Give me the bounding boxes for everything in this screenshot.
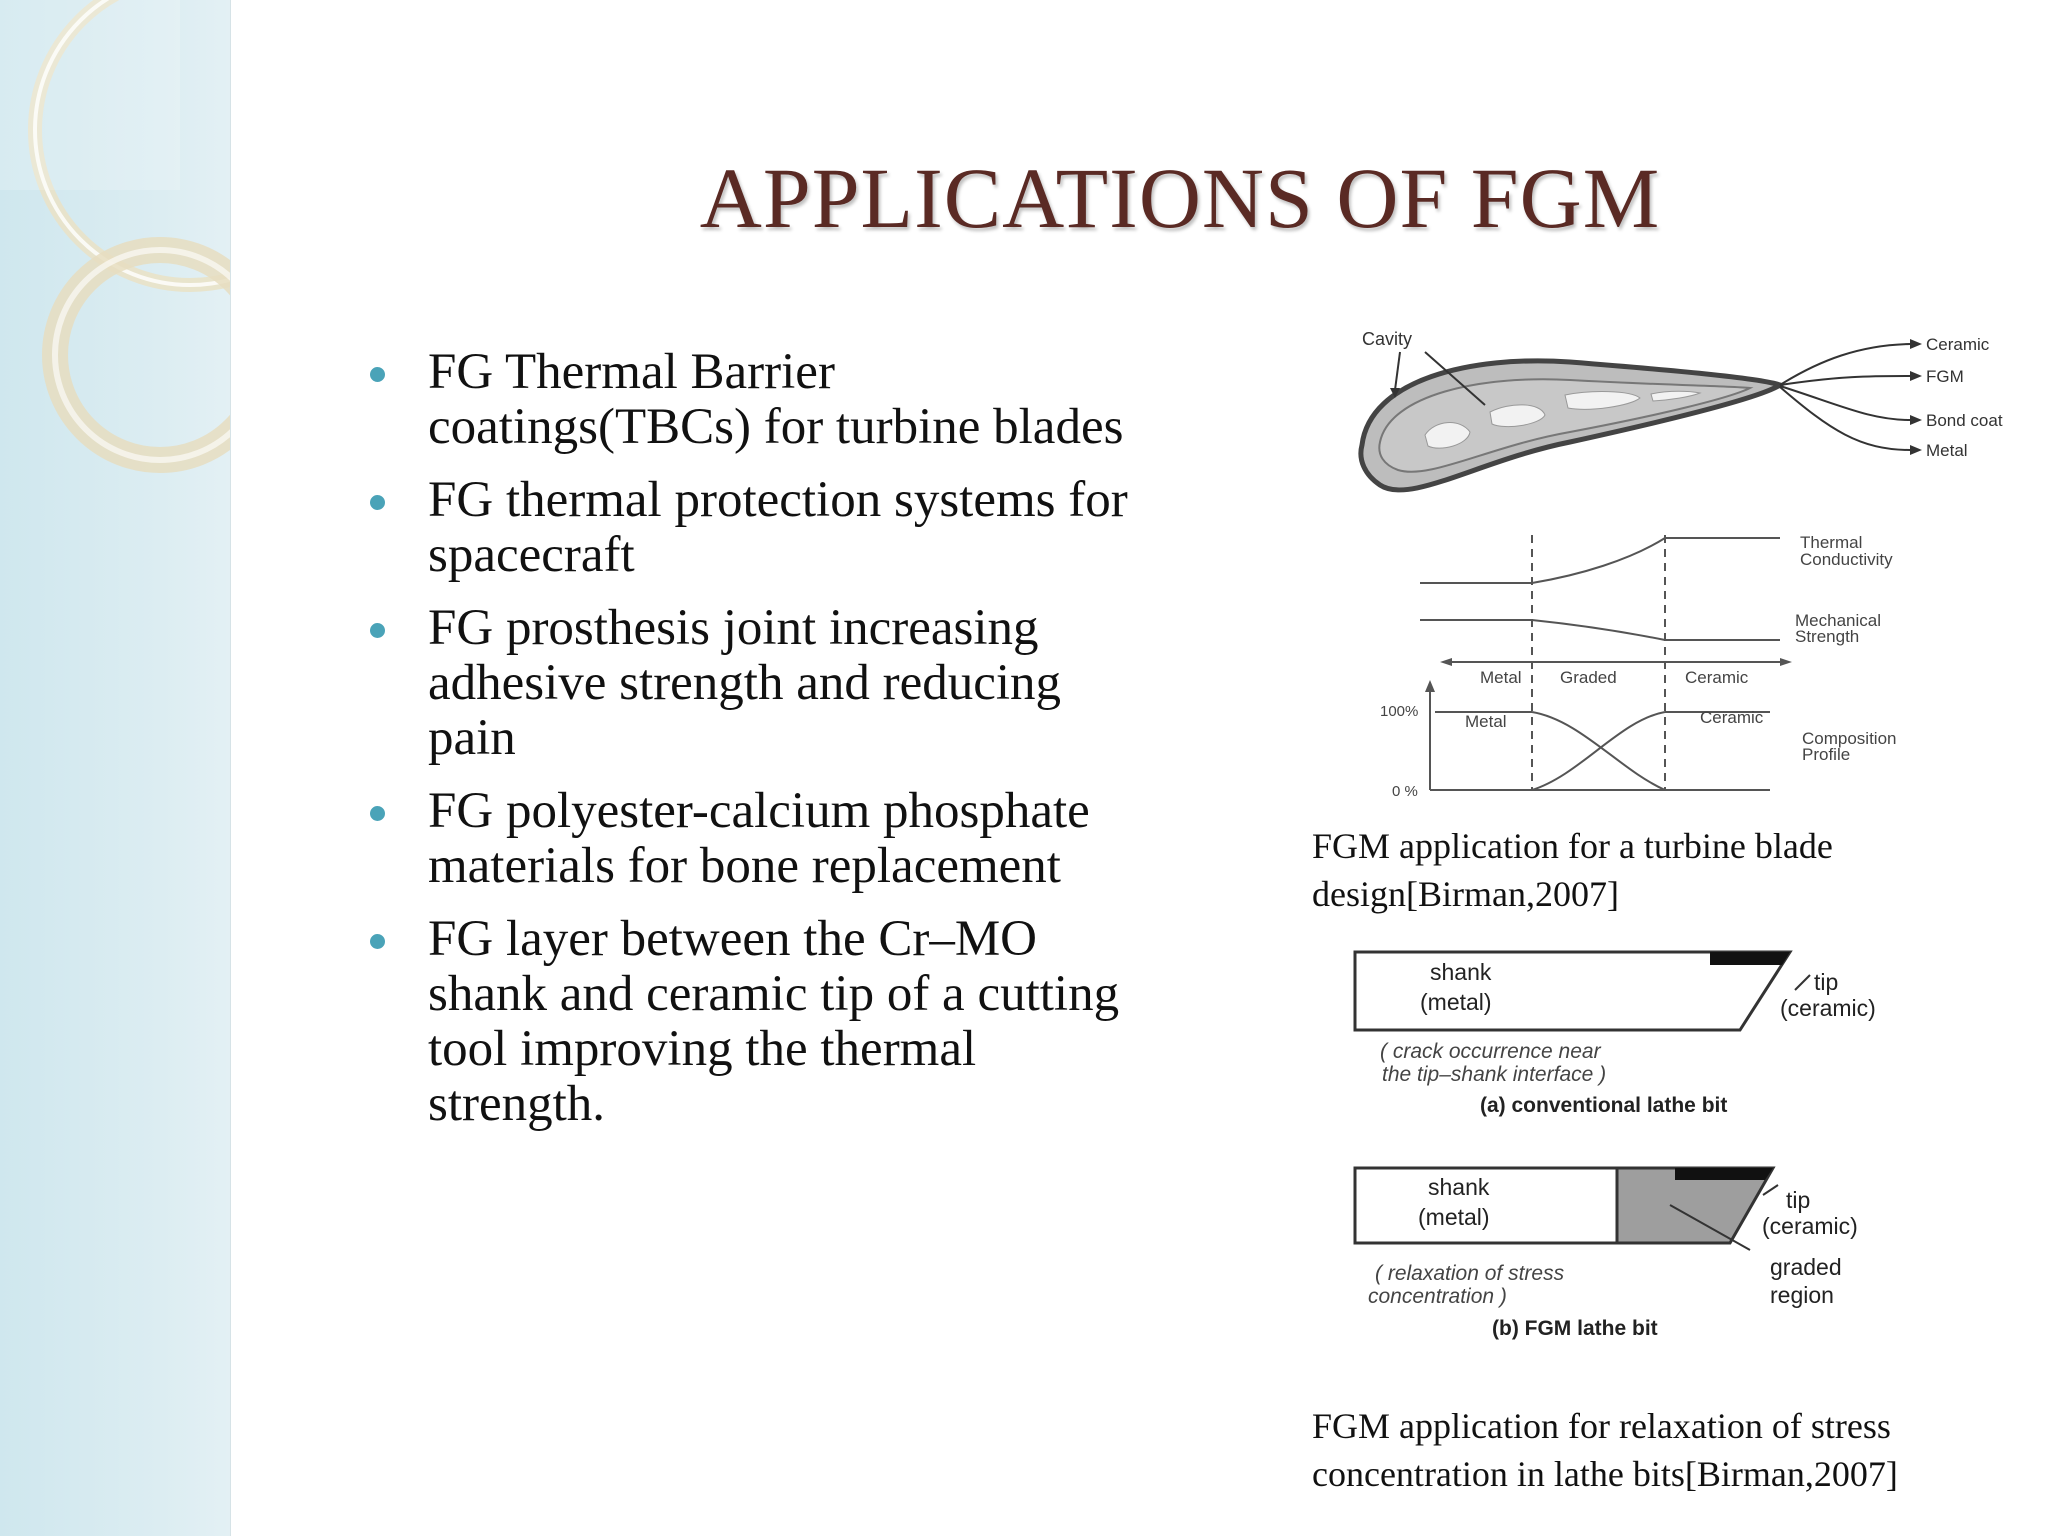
turbine-blade-figure: Cavity Ceramic FGM Bond coat Metal Therm… (1358, 329, 2003, 800)
graded-region-label-2: region (1770, 1282, 1834, 1308)
bullet-dot-icon (370, 367, 385, 382)
decorative-rings (0, 0, 230, 473)
conventional-lathe-bit-label: (a) conventional lathe bit (1480, 1094, 1727, 1117)
slide-title: APPLICATIONS OF FGM (699, 150, 1661, 246)
relaxation-note-2: concentration ) (1368, 1285, 1507, 1308)
shank-label-2: (metal) (1418, 1204, 1490, 1230)
caption-line: FGM application for a turbine blade (1312, 826, 1833, 866)
mechanical-strength-label-2: Strength (1795, 627, 1859, 646)
curve-ceramic-label: Ceramic (1700, 708, 1764, 727)
bullet-item: FG thermal protection systems for spacec… (360, 473, 1160, 583)
tip-label-2: (ceramic) (1762, 1213, 1858, 1239)
shank-label-2: (metal) (1420, 989, 1492, 1015)
composition-profile-label-2: Profile (1802, 745, 1850, 764)
lathe-bit-figure: shank (metal) tip (ceramic) ( crack occu… (1353, 950, 1876, 1340)
bullet-item: FG Thermal Barrier coatings(TBCs) for tu… (360, 345, 1160, 455)
bullet-item: FG polyester-calcium phosphate materials… (360, 784, 1160, 894)
bullet-text: FG prosthesis joint increasing adhesive … (428, 600, 1062, 766)
zone-ceramic-label: Ceramic (1685, 668, 1749, 687)
bullet-text: FG Thermal Barrier coatings(TBCs) for tu… (428, 344, 1124, 455)
y-axis-100-label: 100% (1380, 703, 1418, 720)
turbine-blade-caption: FGM application for a turbine blade desi… (1312, 822, 1833, 918)
caption-line: design[Birman,2007] (1312, 874, 1619, 914)
bullet-dot-icon (370, 806, 385, 821)
bond-coat-label: Bond coat (1926, 411, 2003, 430)
y-axis-0-label: 0 % (1392, 783, 1418, 800)
curve-metal-label: Metal (1465, 712, 1507, 731)
zone-metal-label: Metal (1480, 668, 1522, 687)
ceramic-label: Ceramic (1926, 335, 1990, 354)
bullet-text: FG layer between the Cr–MO shank and cer… (428, 911, 1120, 1132)
bullet-item: FG prosthesis joint increasing adhesive … (360, 601, 1160, 766)
decorative-sidebar (0, 0, 231, 1536)
graded-region-label: graded (1770, 1254, 1842, 1280)
bullet-dot-icon (370, 934, 385, 949)
cavity-label: Cavity (1362, 329, 1412, 349)
thermal-conductivity-label: Thermal (1800, 533, 1862, 552)
crack-note-2: the tip–shank interface ) (1382, 1063, 1606, 1086)
bullet-text: FG polyester-calcium phosphate materials… (428, 783, 1090, 894)
thermal-conductivity-label-2: Conductivity (1800, 550, 1893, 569)
zone-graded-label: Graded (1560, 668, 1617, 687)
crack-note: ( crack occurrence near (1380, 1040, 1602, 1063)
turbine-blade-diagram: Cavity Ceramic FGM Bond coat Metal (1358, 329, 2003, 493)
caption-line: concentration in lathe bits[Birman,2007] (1312, 1454, 1898, 1494)
shank-label: shank (1430, 959, 1492, 985)
tip-label-2: (ceramic) (1780, 995, 1876, 1021)
fgm-lathe-bit: shank (metal) tip (ceramic) graded regio… (1353, 1166, 1858, 1340)
caption-line: FGM application for relaxation of stress (1312, 1406, 1891, 1446)
lathe-bit-caption: FGM application for relaxation of stress… (1312, 1402, 1898, 1498)
fgm-lathe-bit-label: (b) FGM lathe bit (1492, 1317, 1658, 1340)
composition-profile-label: Composition (1802, 729, 1897, 748)
bullet-dot-icon (370, 495, 385, 510)
bullet-list: FG Thermal Barrier coatings(TBCs) for tu… (360, 345, 1160, 1150)
tip-label: tip (1786, 1187, 1810, 1213)
metal-label: Metal (1926, 441, 1968, 460)
bullet-dot-icon (370, 623, 385, 638)
relaxation-note: ( relaxation of stress (1375, 1262, 1565, 1285)
tip-label: tip (1814, 969, 1838, 995)
mechanical-strength-label: Mechanical (1795, 611, 1881, 630)
bullet-item: FG layer between the Cr–MO shank and cer… (360, 912, 1160, 1132)
fgm-label: FGM (1926, 367, 1964, 386)
property-profile-diagram: Thermal Conductivity Mechanical Strength… (1380, 533, 1897, 800)
conventional-lathe-bit: shank (metal) tip (ceramic) ( crack occu… (1353, 950, 1876, 1117)
shank-label: shank (1428, 1174, 1490, 1200)
bullet-text: FG thermal protection systems for spacec… (428, 472, 1128, 583)
